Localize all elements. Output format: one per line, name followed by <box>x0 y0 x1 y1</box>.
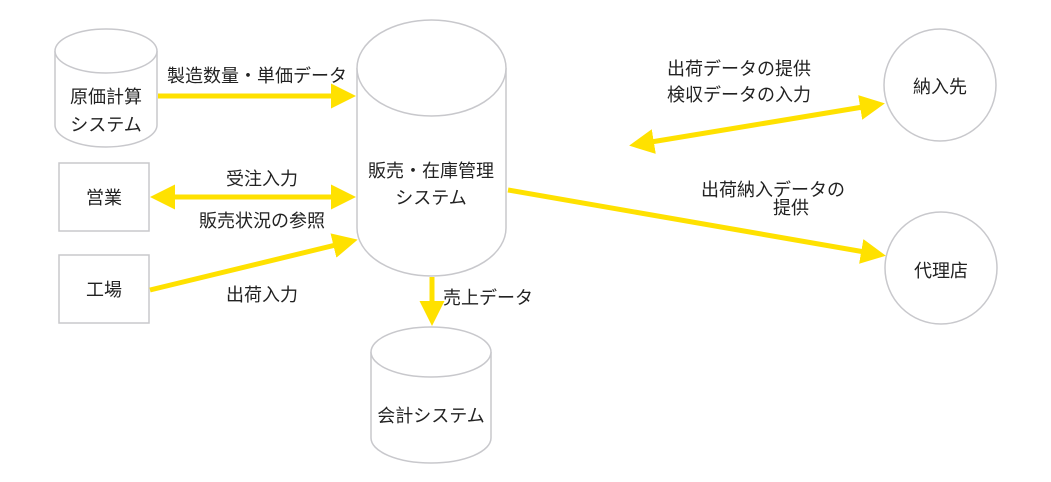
main-system-label-1: 販売・在庫管理 <box>368 161 494 182</box>
delivery-destination-circle: 納入先 <box>883 28 997 142</box>
flow-label-ship: 出荷入力 <box>226 285 298 306</box>
agency-circle: 代理店 <box>884 211 998 325</box>
flow-label-order: 受注入力 <box>226 169 298 190</box>
cost-system-label-1: 原価計算 <box>70 87 142 108</box>
delivery-destination-label: 納入先 <box>913 77 967 98</box>
flow-label-agency-1: 出荷納入データの <box>701 180 845 201</box>
arrow-main-delivery <box>629 95 885 154</box>
flow-label-agency-2: 提供 <box>773 198 809 219</box>
factory-box: 工場 <box>58 254 150 324</box>
accounting-system-label: 会計システム <box>377 406 484 427</box>
flow-label-sales-data: 売上データ <box>443 288 533 309</box>
factory-label: 工場 <box>86 280 122 301</box>
arrow-factory-to-main <box>149 233 358 293</box>
accounting-system-cylinder: 会計システム <box>370 326 492 464</box>
main-system-cylinder: 販売・在庫管理 システム <box>356 19 507 277</box>
cost-system-cylinder: 原価計算 システム <box>54 28 158 148</box>
cost-system-label-2: システム <box>70 115 141 136</box>
sales-label: 営業 <box>86 188 122 209</box>
main-system-label-2: システム <box>395 188 466 209</box>
sales-box: 営業 <box>58 162 150 232</box>
arrow-main-to-agency <box>507 187 886 264</box>
flow-label-delivery-2: 検収データの入力 <box>667 85 811 106</box>
agency-label: 代理店 <box>914 261 968 282</box>
flow-label-view: 販売状況の参照 <box>199 211 325 232</box>
flow-label-delivery-1: 出荷データの提供 <box>667 59 811 80</box>
flow-label-cost: 製造数量・単価データ <box>167 66 347 87</box>
